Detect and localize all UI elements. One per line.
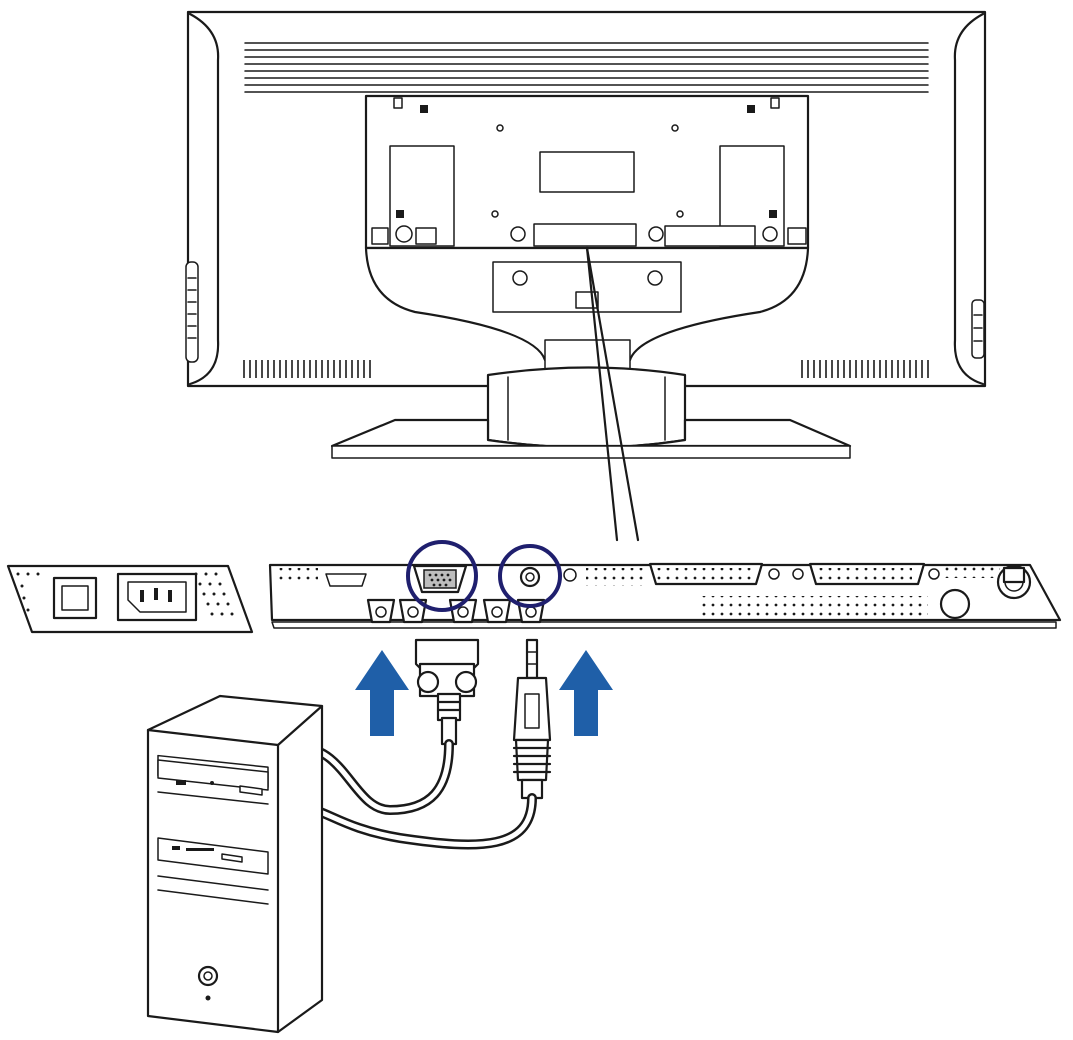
vga-highlight — [406, 540, 478, 612]
audio-plug-icon — [512, 638, 552, 800]
arrow-up-icon — [559, 650, 613, 736]
bottom-vents-left — [243, 360, 371, 378]
ac-inlet-icon — [116, 572, 198, 622]
connector-panel — [268, 562, 1062, 629]
right-side-vents — [971, 299, 985, 359]
power-switch-icon — [52, 576, 98, 620]
left-side-vents — [185, 261, 199, 363]
pc-tower-icon — [146, 694, 324, 1034]
highlight-circles — [406, 540, 562, 612]
scart-port-2 — [808, 562, 926, 586]
top-vent-grille — [244, 42, 929, 93]
vga-plug-icon — [414, 638, 480, 746]
audio-highlight — [498, 544, 562, 608]
monitor-rear-icon — [185, 10, 987, 459]
vga-port — [412, 564, 468, 594]
vga-cable — [297, 739, 454, 816]
arrow-up-icon — [355, 650, 409, 736]
audio-in-port — [519, 566, 541, 588]
audio-cable — [297, 793, 537, 850]
power-panel — [6, 564, 254, 634]
scart-port-1 — [648, 562, 764, 586]
bottom-vents-right — [801, 360, 929, 378]
antenna-connector — [996, 564, 1032, 600]
zoom-callout-lines — [585, 246, 640, 542]
